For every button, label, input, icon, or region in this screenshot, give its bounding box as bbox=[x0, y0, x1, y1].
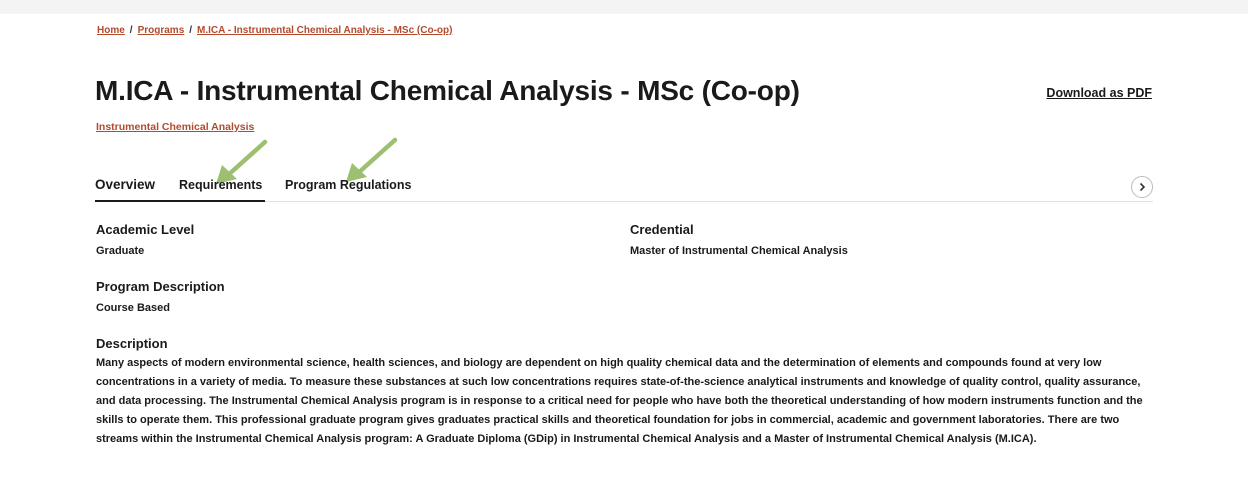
credential-label: Credential bbox=[630, 222, 694, 237]
credential-value: Master of Instrumental Chemical Analysis bbox=[630, 245, 848, 257]
breadcrumb-separator: / bbox=[129, 25, 133, 36]
breadcrumb: Home / Programs / M.ICA - Instrumental Chemi… bbox=[97, 25, 452, 36]
breadcrumb-programs-link[interactable]: Programs bbox=[137, 25, 185, 36]
program-description-label: Program Description bbox=[96, 279, 225, 294]
description-text: Many aspects of modern environmental sci… bbox=[96, 357, 1143, 445]
academic-level-label: Academic Level bbox=[96, 222, 195, 237]
program-tabs: Overview Requirements Program Regulation… bbox=[95, 176, 1153, 204]
tab-overview[interactable]: Overview bbox=[95, 177, 156, 192]
subject-link[interactable]: Instrumental Chemical Analysis bbox=[96, 121, 255, 133]
breadcrumb-home-link[interactable]: Home bbox=[97, 25, 125, 36]
top-bar bbox=[0, 0, 1248, 14]
download-pdf-link[interactable]: Download as PDF bbox=[1046, 86, 1152, 100]
breadcrumb-current-link[interactable]: M.ICA - Instrumental Chemical Analysis -… bbox=[197, 25, 453, 36]
page-title: M.ICA - Instrumental Chemical Analysis -… bbox=[95, 75, 800, 106]
tab-requirements[interactable]: Requirements bbox=[179, 178, 263, 192]
academic-level-value: Graduate bbox=[96, 245, 145, 257]
active-tab-indicator bbox=[95, 200, 265, 202]
tabs-scroll-next-button[interactable] bbox=[1131, 176, 1153, 198]
breadcrumb-separator: / bbox=[189, 25, 193, 36]
arrow-pointer-icon bbox=[216, 139, 268, 184]
arrow-pointer-icon bbox=[346, 137, 398, 182]
program-description-value: Course Based bbox=[96, 302, 170, 314]
description-label: Description bbox=[96, 336, 168, 351]
chevron-right-icon bbox=[1139, 182, 1146, 192]
tabs-divider bbox=[95, 201, 1153, 202]
tab-program-regulations[interactable]: Program Regulations bbox=[285, 178, 412, 192]
